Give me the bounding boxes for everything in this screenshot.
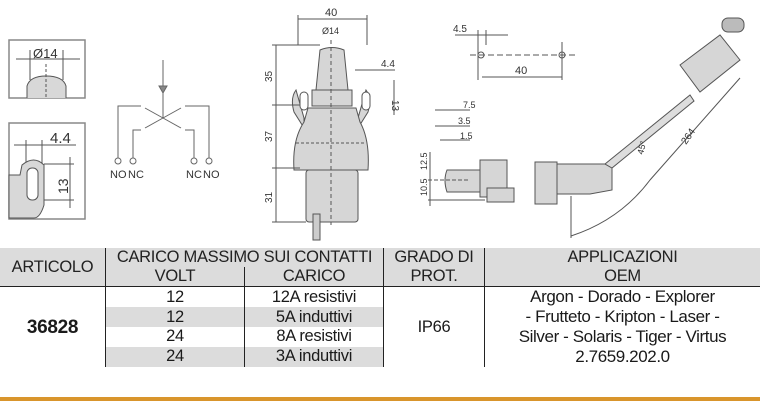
volt-cell: 24 (105, 346, 245, 367)
side-dim-label: 7.5 (463, 100, 476, 110)
terminal-label: NC (186, 169, 202, 181)
carico-cell: 5A induttivi (244, 307, 384, 327)
detail-slot-box (8, 122, 86, 220)
terminal-label: NO (203, 169, 220, 181)
angle-label: 45° (635, 139, 648, 155)
side-dim-label: 12.5 (419, 152, 429, 170)
terminal-label: NC (128, 169, 144, 181)
header-applicazioni-line2: OEM (484, 267, 760, 287)
height-dim-label: 35 (264, 70, 275, 82)
slot-width-label: 4.4 (50, 130, 71, 147)
applicazioni-line: Silver - Solaris - Tiger - Virtus (518, 327, 727, 346)
drawing-canvas: Ø14 4.4 13 (8, 7, 745, 241)
header-carico-massimo: CARICO MASSIMO SUI CONTATTI (105, 248, 384, 267)
applicazioni-line: - Frutteto - Kripton - Laser - (525, 307, 720, 326)
spacing-dim-label: 40 (515, 65, 527, 77)
wiring-schematic (114, 60, 213, 165)
side-view-dimensions (428, 77, 741, 238)
header-articolo: ARTICOLO (11, 257, 94, 276)
header-volt: VOLT (105, 267, 245, 287)
volt-cell: 12 (105, 286, 245, 308)
side-dim-label: 10.5 (419, 178, 429, 196)
slot-height-dim-label: 13 (389, 100, 400, 112)
switch-front-view (291, 40, 371, 241)
terminal-label: NO (110, 169, 127, 181)
carico-cell: 8A resistivi (244, 327, 384, 347)
spec-table: ARTICOLO CARICO MASSIMO SUI CONTATTI GRA… (0, 248, 760, 367)
applicazioni-line: Argon - Dorado - Explorer (530, 287, 715, 306)
slot-dim-label: 4.4 (381, 59, 395, 70)
header-carico: CARICO (244, 267, 384, 287)
side-dim-label: 1.5 (460, 131, 473, 141)
table-row: 36828 12 12A resistivi IP66 Argon - Dora… (0, 286, 760, 367)
volt-cell: 24 (105, 327, 245, 347)
hole-dim-label: 4.5 (453, 24, 467, 35)
table-header-row-2: VOLT CARICO PROT. OEM (0, 267, 760, 287)
width-dim-label: 40 (325, 7, 337, 19)
slot-height-label: 13 (55, 178, 71, 194)
diameter-dim-label: Ø14 (322, 26, 339, 36)
header-grado-line1: GRADO DI (383, 248, 485, 267)
carico-cell: 12A resistivi (244, 286, 384, 308)
detail-diameter-box (8, 39, 86, 99)
header-grado-line2: PROT. (383, 267, 485, 287)
front-view-dimensions (272, 15, 395, 223)
diameter-label: Ø14 (33, 46, 58, 61)
switch-side-view (444, 17, 745, 205)
applicazioni-line: 2.7659.202.0 (575, 347, 670, 366)
grado-cell: IP66 (383, 286, 485, 367)
hole-pattern (455, 30, 575, 80)
table-header-row-1: ARTICOLO CARICO MASSIMO SUI CONTATTI GRA… (0, 248, 760, 276)
articolo-code: 36828 (0, 286, 106, 367)
table-row: 24 8A resistivi (0, 327, 760, 347)
accent-rule (0, 397, 760, 401)
height-dim-label: 31 (264, 191, 275, 203)
side-dim-label: 3.5 (458, 116, 471, 126)
carico-cell: 3A induttivi (244, 346, 384, 367)
header-applicazioni-line1: APPLICAZIONI (484, 248, 760, 267)
height-dim-label: 37 (264, 130, 275, 142)
technical-drawings: Ø14 4.4 13 (8, 7, 745, 241)
applicazioni-cell: Argon - Dorado - Explorer - Frutteto - K… (484, 286, 760, 367)
volt-cell: 12 (105, 307, 245, 327)
